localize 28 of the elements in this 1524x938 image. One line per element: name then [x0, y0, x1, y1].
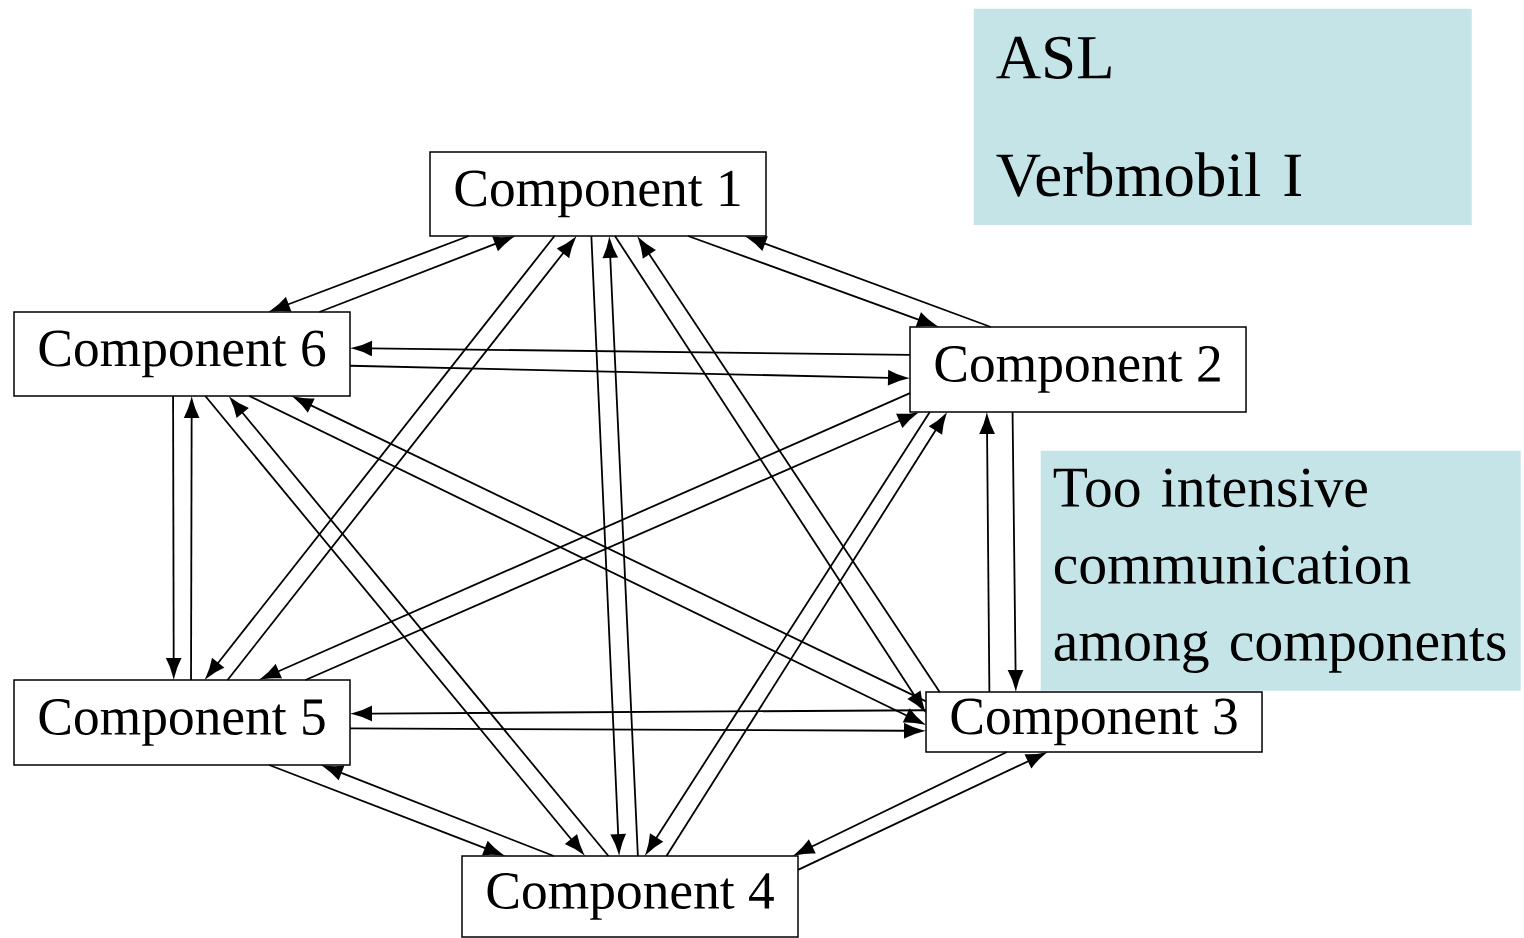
- arrow: [795, 751, 1008, 856]
- arrow: [318, 236, 513, 313]
- component-box: Component 4: [461, 855, 799, 938]
- arrow: [166, 395, 182, 678]
- arrow: [268, 764, 503, 856]
- component-box: Component 2: [909, 326, 1247, 413]
- component-box: Component 5: [13, 679, 351, 766]
- component-box: Component 3: [925, 691, 1263, 753]
- arrow: [614, 235, 925, 711]
- note-box: ASL Verbmobil I: [973, 8, 1472, 225]
- component-box: Component 6: [13, 311, 351, 397]
- arrow: [323, 765, 555, 857]
- arrow: [638, 238, 941, 693]
- arrow: [270, 235, 470, 312]
- arrow: [687, 235, 937, 327]
- arrow: [602, 238, 639, 857]
- component-box: Component 1: [429, 151, 767, 237]
- arrow: [1008, 411, 1023, 690]
- arrow: [352, 341, 911, 356]
- arrow: [352, 706, 927, 721]
- arrow: [747, 236, 992, 328]
- arrow: [184, 398, 199, 681]
- arrow: [590, 235, 626, 854]
- arrow: [349, 723, 924, 739]
- arrow: [979, 414, 995, 693]
- callout-box: Too intensive communication among components: [1040, 450, 1521, 691]
- arrow: [349, 364, 908, 386]
- arrow: [797, 752, 1046, 871]
